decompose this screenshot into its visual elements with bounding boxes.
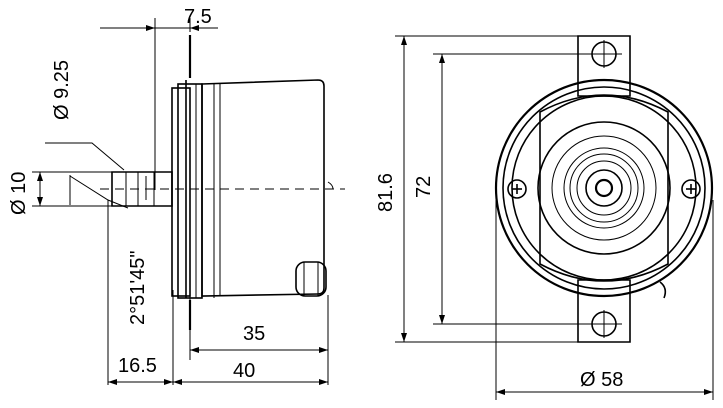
dim-hole-spacing: 72 — [413, 176, 435, 198]
dim-taper-angle: 2°51'45" — [127, 250, 149, 325]
dim-body-length: 35 — [243, 323, 265, 345]
dim-shaft-diameter: Ø 10 — [8, 172, 30, 215]
dim-flat-diameter: Ø 9.25 — [51, 60, 73, 120]
dim-total-length: 40 — [233, 360, 255, 382]
dim-body-diameter: Ø 58 — [580, 369, 623, 391]
dim-flange-thickness: 16.5 — [118, 355, 157, 377]
front-view — [395, 35, 714, 400]
dim-shaft-offset: 7.5 — [184, 6, 212, 28]
side-view — [32, 18, 345, 385]
dim-outer-height: 81.6 — [375, 173, 397, 212]
